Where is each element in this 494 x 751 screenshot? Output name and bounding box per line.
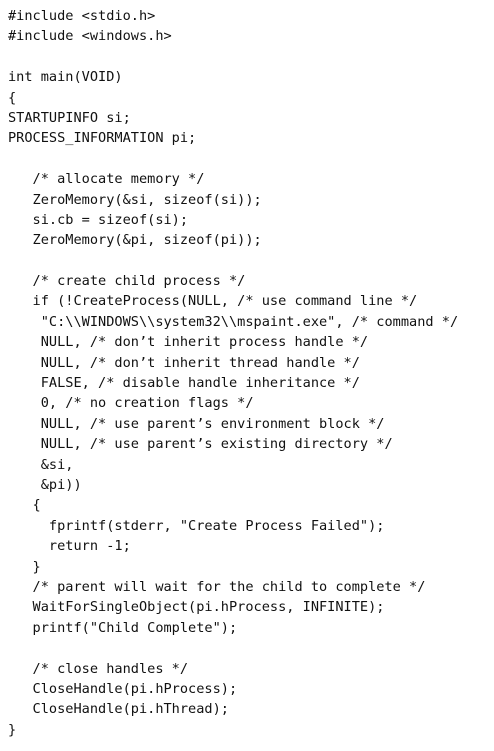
code-line: return -1; <box>8 538 131 555</box>
code-line: NULL, /* don’t inherit process handle */ <box>8 334 369 351</box>
code-line: } <box>8 721 17 738</box>
code-line: int main(VOID) <box>8 69 123 86</box>
code-line: CloseHandle(pi.hThread); <box>8 701 229 718</box>
code-line: if (!CreateProcess(NULL, /* use command … <box>8 293 418 310</box>
code-line: fprintf(stderr, "Create Process Failed")… <box>8 517 385 534</box>
code-line: ZeroMemory(&si, sizeof(si)); <box>8 191 262 208</box>
code-line: ZeroMemory(&pi, sizeof(pi)); <box>8 232 262 249</box>
code-line: STARTUPINFO si; <box>8 109 131 126</box>
code-line: CloseHandle(pi.hProcess); <box>8 680 238 697</box>
code-line: NULL, /* don’t inherit thread handle */ <box>8 354 360 371</box>
code-line: { <box>8 497 41 514</box>
code-line <box>8 251 492 271</box>
code-line: NULL, /* use parent’s environment block … <box>8 415 385 432</box>
code-line: #include <windows.h> <box>8 28 172 45</box>
code-line <box>8 47 492 67</box>
code-line <box>8 638 492 658</box>
code-line: 0, /* no creation flags */ <box>8 395 254 412</box>
code-line: printf("Child Complete"); <box>8 619 238 636</box>
code-line: FALSE, /* disable handle inheritance */ <box>8 375 360 392</box>
code-line <box>8 149 492 169</box>
code-line: &si, <box>8 456 74 473</box>
code-line: /* allocate memory */ <box>8 171 205 188</box>
code-line: si.cb = sizeof(si); <box>8 211 189 228</box>
code-line: NULL, /* use parent’s existing directory… <box>8 436 393 453</box>
code-line: PROCESS_INFORMATION pi; <box>8 130 197 147</box>
code-line: } <box>8 558 41 575</box>
code-line: /* create child process */ <box>8 273 246 290</box>
code-line: /* close handles */ <box>8 660 189 677</box>
code-listing: #include <stdio.h> #include <windows.h> in… <box>8 6 492 740</box>
code-line: /* parent will wait for the child to com… <box>8 578 426 595</box>
code-line: &pi)) <box>8 476 82 493</box>
code-line: WaitForSingleObject(pi.hProcess, INFINIT… <box>8 599 385 616</box>
code-line: "C:\\WINDOWS\\system32\\mspaint.exe", /*… <box>8 313 459 330</box>
code-line: #include <stdio.h> <box>8 8 156 24</box>
code-line: { <box>8 89 17 106</box>
